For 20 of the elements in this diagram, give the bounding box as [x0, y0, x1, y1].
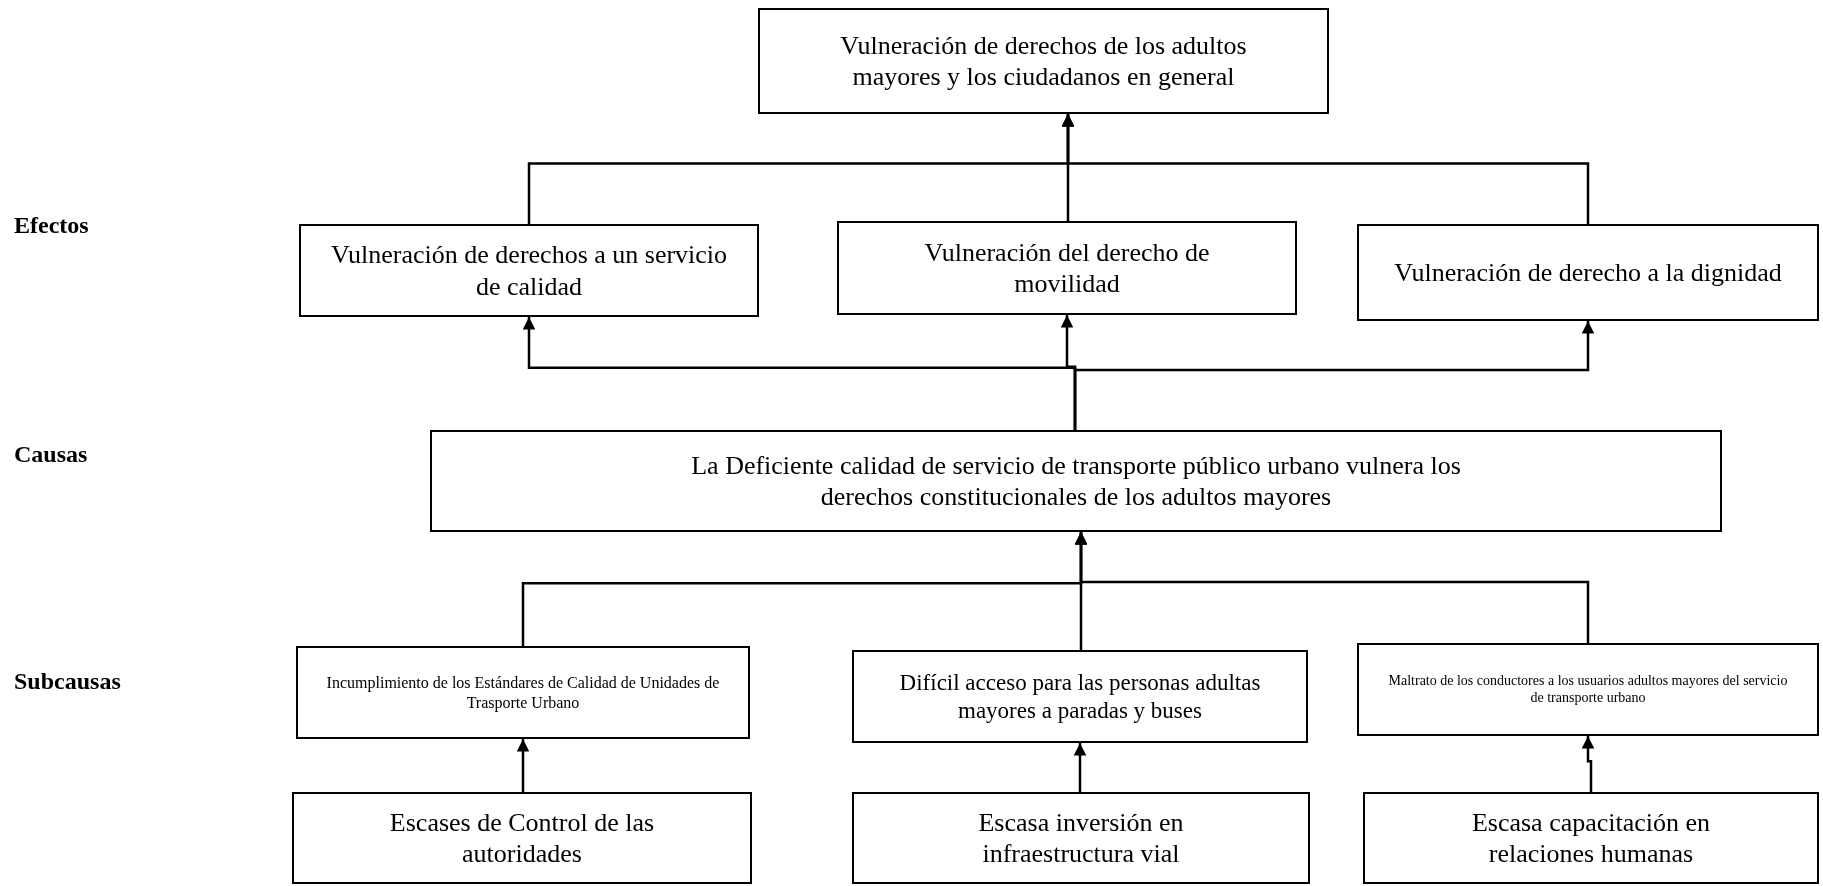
row-label: Causas: [14, 441, 88, 468]
text-box: La Deficiente calidad de servicio de transporte público urbano vulnera los derechos constitucionales de los adultos mayores: [430, 430, 1722, 532]
text-box: Escases de Control de las autoridades: [292, 792, 752, 884]
text-box: Incumplimiento de los Estándares de Calidad de Unidades de Trasporte Urbano: [296, 646, 750, 739]
arrow: [1073, 743, 1087, 792]
text-box: Vulneración de derechos de los adultos mayores y los ciudadanos en general: [758, 8, 1329, 114]
row-label: Efectos: [14, 212, 89, 239]
text-box: Maltrato de los conductores a los usuarios adultos mayores del servicio de transporte urbano: [1357, 643, 1819, 736]
text-box: Difícil acceso para las personas adultas mayores a paradas y buses: [852, 650, 1308, 743]
arrow: [516, 739, 530, 792]
text-box: Vulneración de derechos a un servicio de calidad: [299, 224, 759, 317]
text-box: Escasa capacitación en relaciones humanas: [1363, 792, 1819, 884]
arrow: [1061, 114, 1590, 224]
text-box: Vulneración del derecho de movilidad: [837, 221, 1297, 315]
arrow: [1073, 321, 1595, 430]
arrow: [1581, 736, 1595, 792]
text-box: Escasa inversión en infraestructura vial: [852, 792, 1310, 884]
text-box: Vulneración de derecho a la dignidad: [1357, 224, 1819, 321]
row-label: Subcausas: [14, 668, 121, 695]
arrow: [1074, 532, 1590, 643]
